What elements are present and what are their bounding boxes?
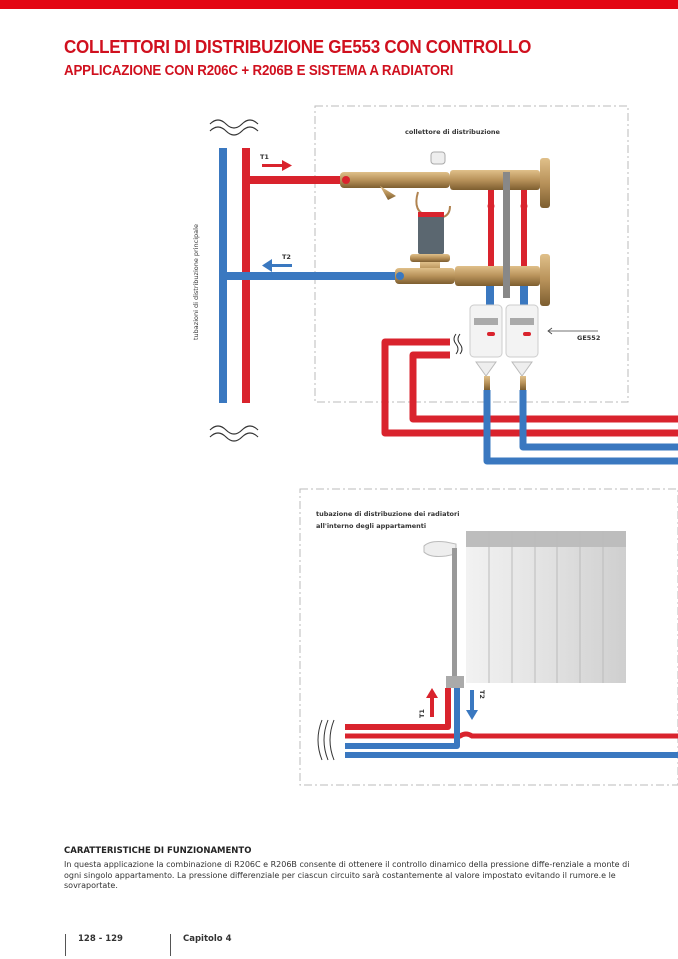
page-subtitle: APPLICAZIONE CON R206C + R206B E SISTEMA… xyxy=(64,63,454,79)
flow-arrow-up-icon xyxy=(426,688,438,717)
apartment-box xyxy=(299,488,678,786)
bottom-return-label-t2: T2 xyxy=(478,690,486,699)
top-accent-bar xyxy=(0,0,678,9)
bottom-flow-label-t1: T1 xyxy=(418,709,426,718)
return-manifold xyxy=(455,266,540,286)
return-arrow-icon xyxy=(262,259,292,272)
radiator-caption-line2: all'interno degli appartamenti xyxy=(316,522,427,530)
meter-label: GE552 xyxy=(577,334,601,342)
thermostatic-head xyxy=(423,541,457,557)
differential-valve xyxy=(418,214,444,254)
return-branch xyxy=(223,272,401,280)
flow-label-t1: T1 xyxy=(260,153,269,161)
radiator xyxy=(466,531,626,683)
footer-divider xyxy=(65,934,66,956)
apartment-flow-pipe-2 xyxy=(409,351,678,423)
footer-divider xyxy=(170,934,171,956)
radiator-return-pipe xyxy=(345,688,460,749)
supply-manifold xyxy=(450,170,540,190)
apartment-return-pipe-2 xyxy=(519,390,678,451)
break-mark-icon xyxy=(317,719,335,761)
return-ball-valve-icon xyxy=(396,272,404,280)
apartment-return-pipe-1 xyxy=(483,390,678,465)
heat-meter-2 xyxy=(505,304,539,358)
main-pipes-label: tubazioni di distribuzione principale xyxy=(192,224,200,340)
return-arrow-down-icon xyxy=(466,690,478,720)
break-mark-icon xyxy=(209,119,259,442)
supply-ball-valve-icon xyxy=(342,176,350,184)
manifold-label: collettore di distribuzione xyxy=(405,128,500,136)
chapter-label: Capitolo 4 xyxy=(183,934,232,944)
flow-arrow-icon xyxy=(262,160,292,171)
section-paragraph: In questa applicazione la combinazione d… xyxy=(64,860,630,890)
supply-valve-body xyxy=(340,172,450,188)
page-title: COLLETTORI DI DISTRIBUZIONE GE553 CON CO… xyxy=(64,36,532,57)
flow-branch xyxy=(246,176,346,184)
heat-meter-1 xyxy=(469,304,503,358)
apartment-flow-through xyxy=(345,731,678,739)
page-numbers: 128 - 129 xyxy=(78,934,123,944)
return-valve-body xyxy=(395,268,455,284)
section-heading: CARATTERISTICHE DI FUNZIONAMENTO xyxy=(64,846,252,856)
radiator-caption-line1: tubazione di distribuzione dei radiatori xyxy=(316,510,460,518)
apartment-flow-pipe-1 xyxy=(381,338,678,437)
return-label-t2: T2 xyxy=(282,253,291,261)
break-mark-icon xyxy=(453,333,463,355)
manifold-bracket xyxy=(503,172,510,298)
radiator-flow-pipe xyxy=(345,688,451,730)
manifold-box xyxy=(314,105,629,403)
hydraulic-diagram xyxy=(209,105,678,786)
